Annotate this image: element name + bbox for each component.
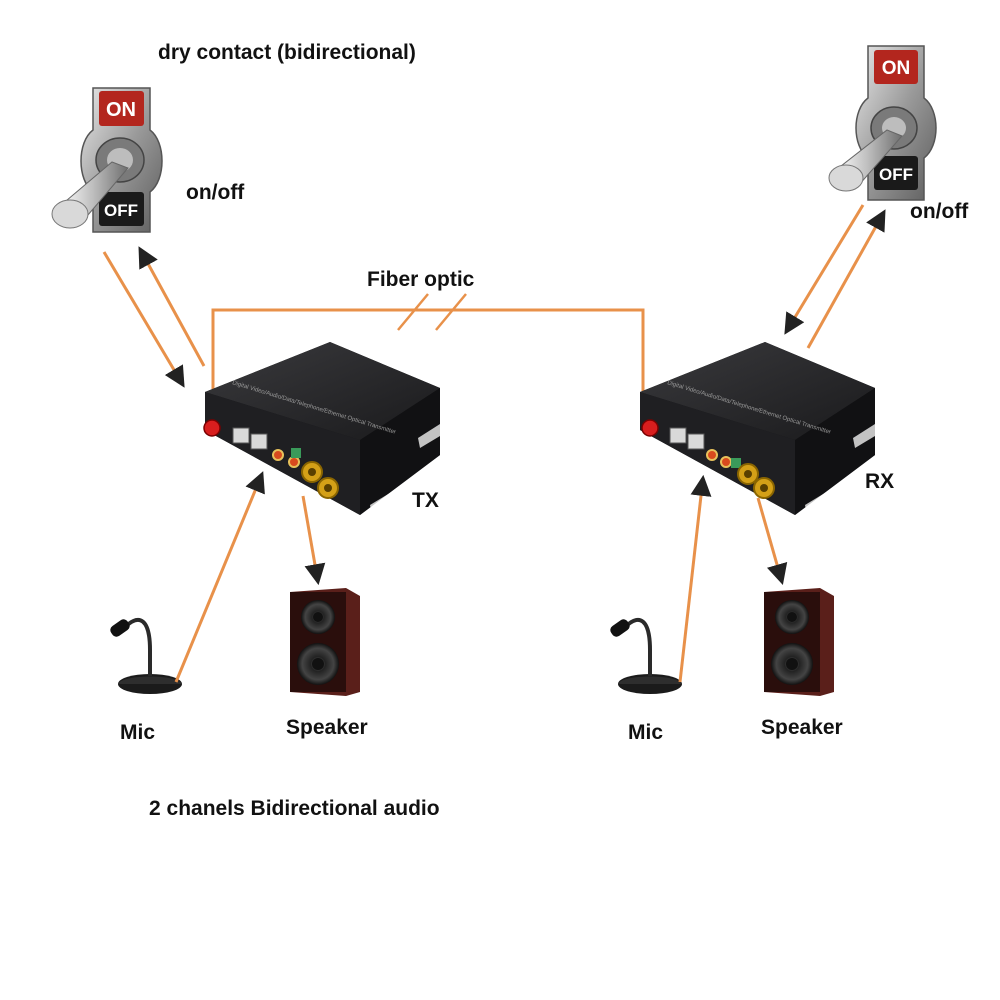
switch-off-plate-right: [874, 156, 918, 190]
tx-rca-red-2: [288, 456, 300, 468]
rx-label: RX: [865, 470, 895, 493]
arrow-rx-to-switch: [806, 209, 886, 349]
onoff-label-left: on/off: [186, 181, 245, 204]
switch-on-plate-right: [874, 50, 918, 84]
speaker-left: [290, 588, 360, 696]
fiber-optic-cable: [211, 293, 645, 412]
tx-rca-red: [272, 449, 284, 461]
rx-device: Digital Video/Audio/Data/Telephone/Ether…: [640, 342, 875, 516]
tx-rj-port-1: [232, 427, 250, 444]
toggle-switch-left: ON OFF: [51, 87, 163, 233]
rx-terminal-block: [731, 458, 741, 468]
onoff-label-right: on/off: [910, 200, 969, 223]
arrow-tx-to-switch: [138, 246, 206, 367]
speaker-right: [764, 588, 834, 696]
switch-off-text-right: OFF: [879, 165, 913, 184]
signal-arrows: [102, 204, 886, 683]
rx-rj-port-1: [669, 427, 687, 444]
arrow-switch-to-tx: [102, 251, 185, 388]
microphone-right: [610, 617, 682, 694]
speaker-label-right: Speaker: [761, 716, 843, 739]
footer-caption: 2 chanels Bidirectional audio: [149, 797, 440, 820]
switch-on-text-right: ON: [882, 58, 911, 79]
tx-device: Digital Video/Audio/Data/Telephone/Ether…: [203, 342, 440, 516]
dry-contact-title: dry contact (bidirectional): [158, 41, 416, 64]
rx-rj-port-2: [687, 433, 705, 450]
rx-fiber-connector: [641, 419, 659, 437]
switch-off-text-left: OFF: [104, 201, 138, 220]
speaker-label-left: Speaker: [286, 716, 368, 739]
arrow-rx-to-speaker: [756, 497, 788, 586]
rx-rca-red: [706, 449, 718, 461]
toggle-switch-right: ON OFF: [828, 45, 937, 201]
fiber-optic-label: Fiber optic: [367, 268, 475, 291]
tx-terminal-block: [291, 448, 301, 458]
tx-fiber-connector: [203, 419, 221, 437]
arrow-mic-to-rx: [678, 474, 712, 683]
tx-label: TX: [412, 489, 439, 512]
microphone-left: [110, 617, 182, 694]
switch-on-plate-left: [99, 91, 144, 126]
mic-label-left: Mic: [120, 721, 156, 744]
switch-on-text-left: ON: [106, 99, 136, 121]
arrow-tx-to-speaker: [301, 495, 326, 586]
mic-label-right: Mic: [628, 721, 664, 744]
tx-rj-port-2: [250, 433, 268, 450]
switch-off-plate-left: [99, 192, 144, 226]
arrow-mic-to-tx: [174, 471, 265, 683]
rx-rca-red-2: [720, 456, 732, 468]
arrow-switch-to-rx: [784, 204, 865, 335]
